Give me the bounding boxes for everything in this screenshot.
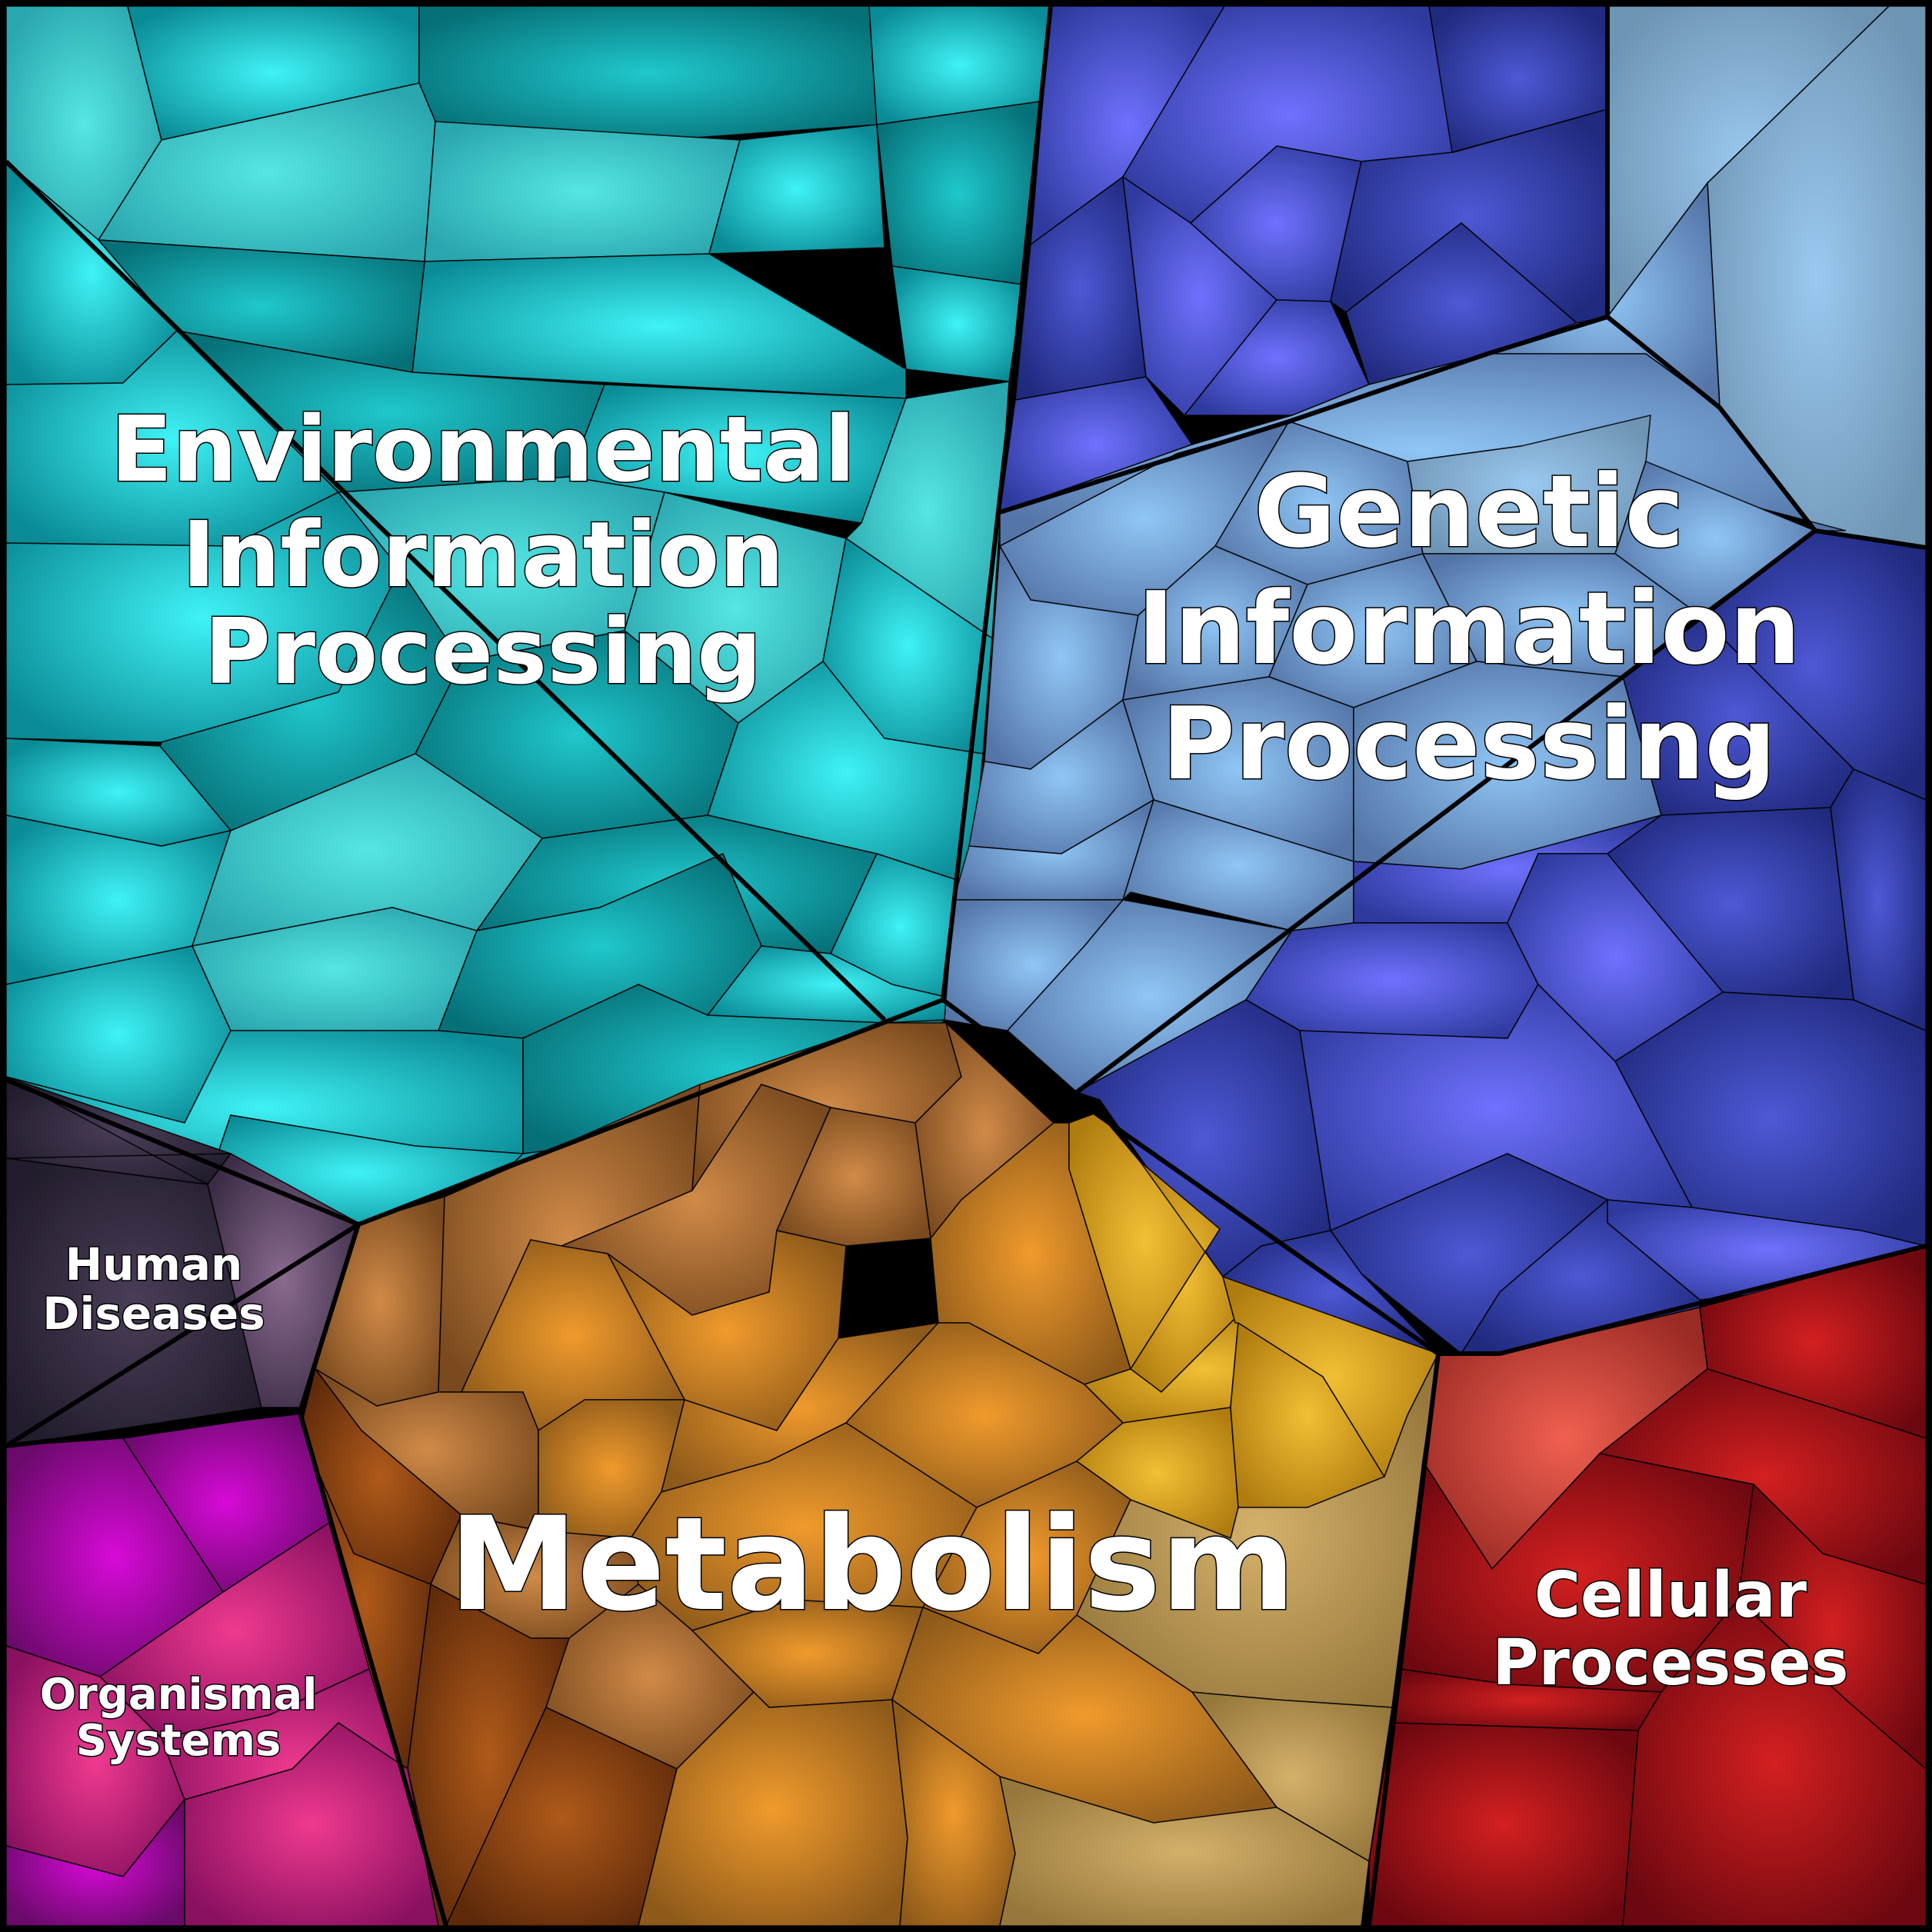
cell — [708, 124, 885, 255]
label-line: Genetic — [1254, 453, 1684, 570]
region-borders — [4, 5, 1927, 1927]
label-cellular-processes: Cellular Processes — [1491, 1558, 1850, 1701]
cell — [418, 5, 878, 141]
cell — [1368, 1722, 1639, 1927]
label-line: Organismal — [40, 1670, 318, 1720]
label-line: Information — [182, 501, 784, 608]
label-line: Environmental — [111, 396, 856, 502]
label-human-diseases: Human Diseases — [42, 1237, 266, 1341]
label-metabolism: Metabolism — [448, 1488, 1297, 1641]
label-line: Processing — [1162, 685, 1777, 802]
cell — [998, 1775, 1370, 1927]
region-organismal-systems — [5, 1411, 439, 1927]
cell — [775, 1107, 931, 1247]
region-environmental-information-processing — [5, 5, 1051, 1231]
region-genetic-information-processing — [944, 5, 1927, 1355]
label-line: Processes — [1492, 1627, 1848, 1700]
label-genetic-information-processing: Genetic Information Processing — [1136, 452, 1802, 804]
region-metabolism — [299, 1021, 1440, 1927]
label-line: Metabolism — [449, 1489, 1296, 1640]
cell — [1244, 922, 1539, 1039]
label-line: Diseases — [42, 1287, 265, 1340]
cell — [568, 384, 908, 524]
region-human-diseases — [5, 1075, 359, 1447]
cell — [424, 121, 741, 262]
label-line: Systems — [76, 1716, 281, 1766]
label-line: Processing — [204, 598, 761, 705]
label-line: Human — [65, 1238, 243, 1291]
cell — [876, 101, 1041, 285]
cell — [891, 265, 1024, 382]
label-environmental-information-processing: Environmental Information Processing — [109, 395, 857, 706]
label-line: Cellular — [1534, 1559, 1807, 1632]
label-line: Information — [1138, 570, 1801, 687]
label-organismal-systems: Organismal Systems — [38, 1669, 318, 1767]
